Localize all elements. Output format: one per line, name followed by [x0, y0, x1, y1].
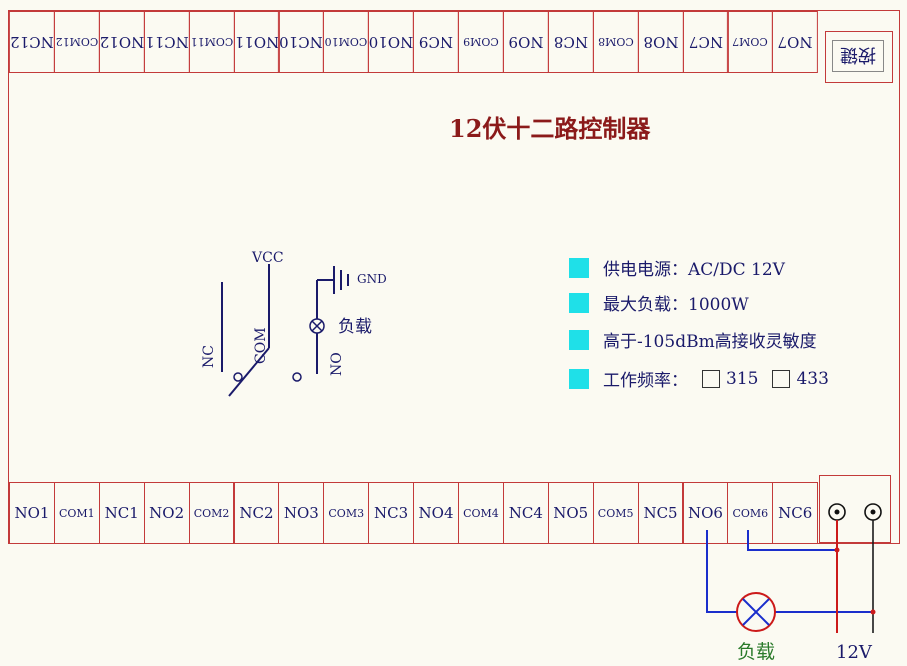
nc-label: NC — [201, 345, 217, 368]
spec-power-text: 供电电源：AC/DC 12V — [603, 260, 785, 280]
gnd-label: GND — [357, 272, 387, 286]
freq-315-label: 315 — [726, 368, 759, 389]
button-box: 按键 — [825, 31, 893, 83]
checkbox-315[interactable] — [702, 369, 720, 388]
blue-wire-no6 — [706, 530, 737, 613]
vcc-label: VCC — [251, 250, 284, 266]
power-terminal-2-dot — [870, 509, 876, 515]
spec-frequency-label: 工作频率： — [603, 371, 688, 391]
wiring-load-label: 负载 — [737, 641, 775, 663]
cyan-bullet-icon — [569, 257, 589, 278]
no-contact — [292, 372, 302, 382]
spec-max-load: 最大负载：1000W — [569, 290, 749, 315]
cyan-bullet-icon — [569, 329, 589, 350]
spec-sensitivity: 高于-105dBm高接收灵敏度 — [569, 327, 817, 352]
cyan-bullet-icon — [569, 292, 589, 313]
lamp-cross-2 — [311, 320, 323, 332]
cyan-bullet-icon — [569, 368, 589, 389]
relay-schematic — [221, 264, 349, 397]
voltage-label: 12V — [836, 642, 873, 663]
junction-dot — [870, 609, 876, 615]
checkbox-433[interactable] — [772, 369, 791, 388]
com-switch-arm — [228, 347, 270, 397]
blue-wire-com6 — [747, 530, 837, 551]
power-terminal-1-dot — [834, 509, 840, 515]
terminal-nc6[interactable]: NC6 — [772, 482, 819, 544]
board-title: 12伏十二路控制器 — [449, 114, 651, 143]
spec-sensitivity-text: 高于-105dBm高接收灵敏度 — [603, 332, 817, 352]
spec-power: 供电电源：AC/DC 12V — [569, 255, 785, 280]
spec-frequency: 工作频率： 315 433 — [569, 366, 829, 391]
junction-dot — [834, 547, 840, 553]
schematic-load-label: 负载 — [338, 317, 372, 337]
spec-max-load-text: 最大负载：1000W — [603, 295, 749, 315]
freq-433-label: 433 — [796, 368, 829, 389]
lamp-cross-2 — [742, 598, 770, 626]
no-label: NO — [329, 352, 345, 376]
power-terminal-box — [819, 475, 891, 543]
com-label: COM — [253, 327, 269, 364]
nc-contact — [233, 372, 243, 382]
